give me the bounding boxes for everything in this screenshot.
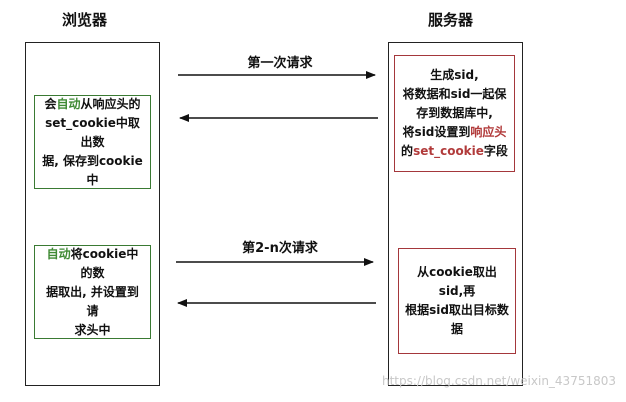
note-text: 据	[450, 322, 463, 336]
browser-note-save-cookie: 会自动从响应头的 set_cookie中取出数 据, 保存到cookie中	[34, 95, 151, 189]
note-text: 据取出, 并设置到请	[46, 284, 139, 318]
note-text: 生成sid,	[430, 68, 479, 82]
note-text: set_cookie中取出数	[45, 115, 140, 149]
note-text: 从响应头的	[80, 96, 141, 111]
note-highlight: 自动	[56, 96, 81, 111]
watermark: https://blog.csdn.net/weixin_43751803	[381, 374, 616, 388]
note-text: 将cookie中的数	[70, 246, 139, 280]
note-text: 根据sid取出目标数	[405, 303, 509, 317]
server-note-lookup: 从cookie取出sid,再 根据sid取出目标数 据	[398, 248, 516, 354]
note-text: 将数据和sid一起保	[402, 87, 507, 101]
note-text: 据, 保存到cookie中	[42, 153, 143, 187]
note-highlight: set_cookie	[413, 144, 484, 158]
server-note-generate-sid: 生成sid, 将数据和sid一起保 存到数据库中, 将sid设置到响应头 的se…	[394, 55, 515, 172]
note-text: 将sid设置到	[402, 125, 471, 139]
first-request-label: 第一次请求	[247, 56, 313, 71]
note-highlight: 响应头	[470, 125, 507, 139]
note-text: 从cookie取出sid,再	[417, 265, 497, 298]
note-highlight: 自动	[46, 246, 71, 261]
server-title: 服务器	[428, 11, 474, 29]
note-text: 字段	[483, 144, 508, 158]
browser-note-send-cookie: 自动将cookie中的数 据取出, 并设置到请 求头中	[34, 245, 151, 339]
note-text: 会	[44, 96, 57, 111]
browser-title: 浏览器	[62, 11, 108, 29]
note-text: 的	[401, 144, 414, 158]
nth-request-label: 第2-n次请求	[242, 241, 318, 256]
note-text: 存到数据库中,	[416, 106, 493, 120]
note-text: 求头中	[74, 322, 111, 337]
